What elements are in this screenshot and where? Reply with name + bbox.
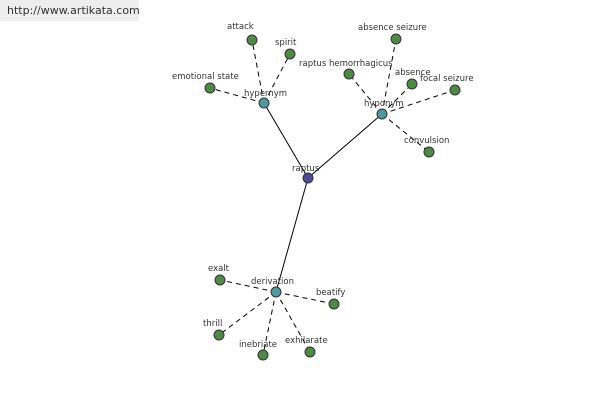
leaf-node-circle[interactable]	[406, 78, 418, 90]
node-label-attack: attack	[227, 22, 254, 32]
node-convulsion[interactable]: convulsion	[404, 136, 449, 158]
relation-node-circle[interactable]	[258, 97, 270, 109]
node-label-exhilarate: exhilarate	[285, 336, 328, 346]
node-label-absence: absence	[395, 68, 431, 78]
node-label-raptus: raptus	[292, 164, 320, 174]
node-raptus-hemorrhagicus[interactable]: raptus hemorrhagicus	[299, 59, 393, 80]
node-absence-seizure[interactable]: absence seizure	[358, 23, 427, 45]
edge-hypernym-emotional-state	[209, 87, 265, 104]
site-url-link[interactable]: http://www.artikata.com	[0, 0, 140, 21]
leaf-node-circle[interactable]	[213, 329, 225, 341]
edge-hyponym-absence	[381, 83, 413, 115]
edge-hyponym-absence-seizure	[381, 38, 397, 115]
node-label-focal-seizure: focal seizure	[420, 74, 474, 84]
node-label-emotional-state: emotional state	[172, 72, 239, 82]
node-label-convulsion: convulsion	[404, 136, 449, 146]
node-hypernym[interactable]: hypernym	[244, 89, 287, 109]
edge-derivation-exhilarate	[275, 291, 311, 353]
node-spirit[interactable]: spirit	[275, 38, 297, 60]
relation-node-circle[interactable]	[376, 108, 388, 120]
node-focal-seizure[interactable]: focal seizure	[420, 74, 474, 96]
leaf-node-circle[interactable]	[423, 146, 435, 158]
root-node-circle[interactable]	[302, 172, 314, 184]
graph-nodes: attack spirit emotional state absence seizu…	[172, 22, 474, 361]
node-exhilarate[interactable]: exhilarate	[285, 336, 328, 358]
edge-raptus-hypernym	[263, 102, 309, 179]
edge-raptus-hyponym	[307, 113, 383, 179]
leaf-node-circle[interactable]	[449, 84, 461, 96]
leaf-node-circle[interactable]	[257, 349, 269, 361]
node-label-inebriate: inebriate	[239, 340, 277, 350]
edge-derivation-beatify	[275, 291, 335, 305]
edge-hyponym-focal-seizure	[381, 89, 456, 115]
node-label-spirit: spirit	[275, 38, 297, 48]
leaf-node-circle[interactable]	[246, 34, 258, 46]
node-hyponym[interactable]: hyponym	[364, 99, 404, 120]
node-label-thrill: thrill	[203, 319, 222, 329]
graph-edges	[209, 38, 456, 356]
leaf-node-circle[interactable]	[204, 82, 216, 94]
node-emotional-state[interactable]: emotional state	[172, 72, 239, 94]
edge-raptus-derivation	[275, 177, 309, 293]
node-absence[interactable]: absence	[395, 68, 431, 90]
relation-node-circle[interactable]	[270, 286, 282, 298]
node-label-derivation: derivation	[251, 277, 294, 287]
leaf-node-circle[interactable]	[390, 33, 402, 45]
node-label-hypernym: hypernym	[244, 89, 287, 99]
leaf-node-circle[interactable]	[214, 274, 226, 286]
node-label-beatify: beatify	[316, 288, 345, 298]
node-thrill[interactable]: thrill	[203, 319, 225, 341]
node-beatify[interactable]: beatify	[316, 288, 345, 310]
node-inebriate[interactable]: inebriate	[239, 340, 277, 361]
leaf-node-circle[interactable]	[284, 48, 296, 60]
leaf-node-circle[interactable]	[328, 298, 340, 310]
edge-derivation-inebriate	[262, 291, 277, 356]
node-derivation[interactable]: derivation	[251, 277, 294, 298]
edge-hypernym-attack	[251, 39, 265, 104]
edge-derivation-exalt	[219, 279, 277, 293]
edge-hypernym-spirit	[263, 53, 291, 104]
leaf-node-circle[interactable]	[304, 346, 316, 358]
node-label-raptus-hemorrhagicus: raptus hemorrhagicus	[299, 59, 393, 69]
node-label-absence-seizure: absence seizure	[358, 23, 427, 33]
leaf-node-circle[interactable]	[343, 68, 355, 80]
node-label-hyponym: hyponym	[364, 99, 404, 109]
edge-derivation-thrill	[218, 291, 277, 336]
edge-hyponym-convulsion	[381, 113, 430, 153]
node-label-exalt: exalt	[208, 264, 230, 274]
node-exalt[interactable]: exalt	[208, 264, 230, 286]
node-raptus[interactable]: raptus	[292, 164, 320, 184]
node-attack[interactable]: attack	[227, 22, 258, 46]
